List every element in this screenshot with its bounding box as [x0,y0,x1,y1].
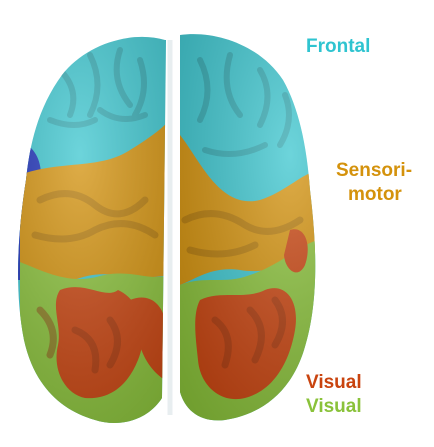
visual-green-label: Visual [306,396,362,418]
frontal-label: Frontal [306,36,370,58]
sensorimotor-label-line2: motor [348,184,402,206]
sensorimotor-label-line1: Sensori- [336,160,412,182]
visual-red-label: Visual [306,372,362,394]
